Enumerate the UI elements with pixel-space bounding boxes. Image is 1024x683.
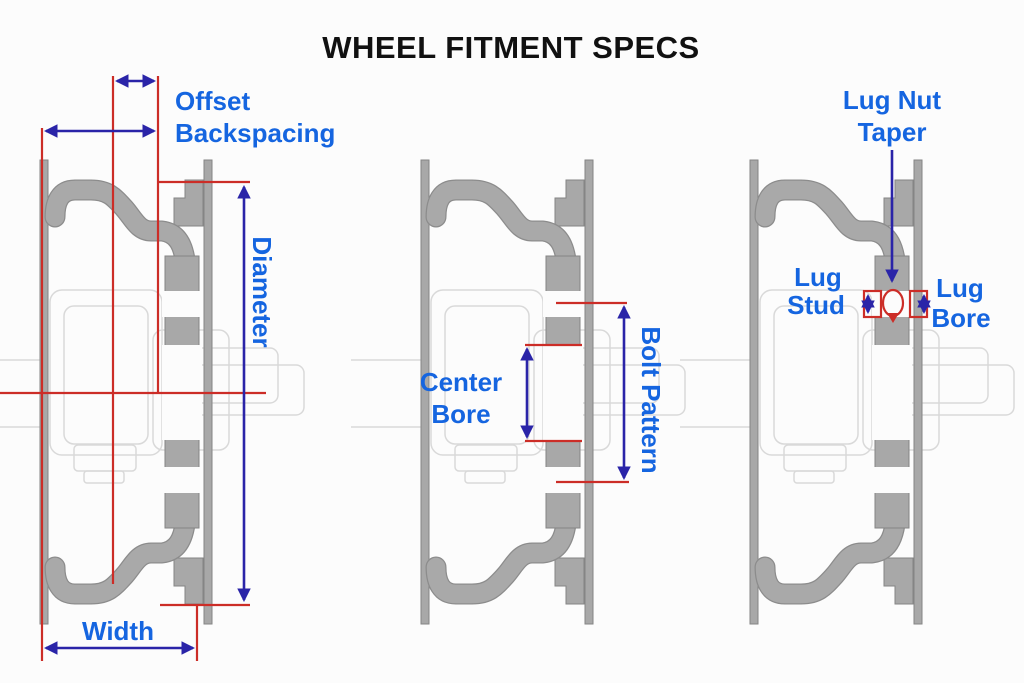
page-title: WHEEL FITMENT SPECS bbox=[322, 30, 700, 65]
wheel-section-middle bbox=[351, 160, 685, 624]
dimension-arrows bbox=[43, 74, 931, 655]
offset-label: Offset bbox=[175, 86, 250, 116]
diameter-label: Diameter bbox=[247, 236, 277, 347]
lug-nut-taper-red-tip bbox=[887, 313, 899, 323]
lug-bore-label-line2: Bore bbox=[931, 303, 990, 333]
center-bore-label-line1: Center bbox=[420, 367, 502, 397]
lug-stud-label-line1: Lug bbox=[794, 262, 842, 292]
measurement-labels: Offset Backspacing Diameter Width Center… bbox=[82, 85, 991, 646]
lug-stud-label-line2: Stud bbox=[787, 290, 845, 320]
lug-nut-taper-label-line2: Taper bbox=[858, 117, 927, 147]
lug-bore-label-line1: Lug bbox=[936, 273, 984, 303]
wheel-section-right bbox=[680, 160, 1014, 624]
bolt-pattern-label: Bolt Pattern bbox=[636, 326, 666, 473]
width-label: Width bbox=[82, 616, 154, 646]
backspacing-label: Backspacing bbox=[175, 118, 335, 148]
lug-nut-taper-label-line1: Lug Nut bbox=[843, 85, 942, 115]
center-bore-label-line2: Bore bbox=[431, 399, 490, 429]
